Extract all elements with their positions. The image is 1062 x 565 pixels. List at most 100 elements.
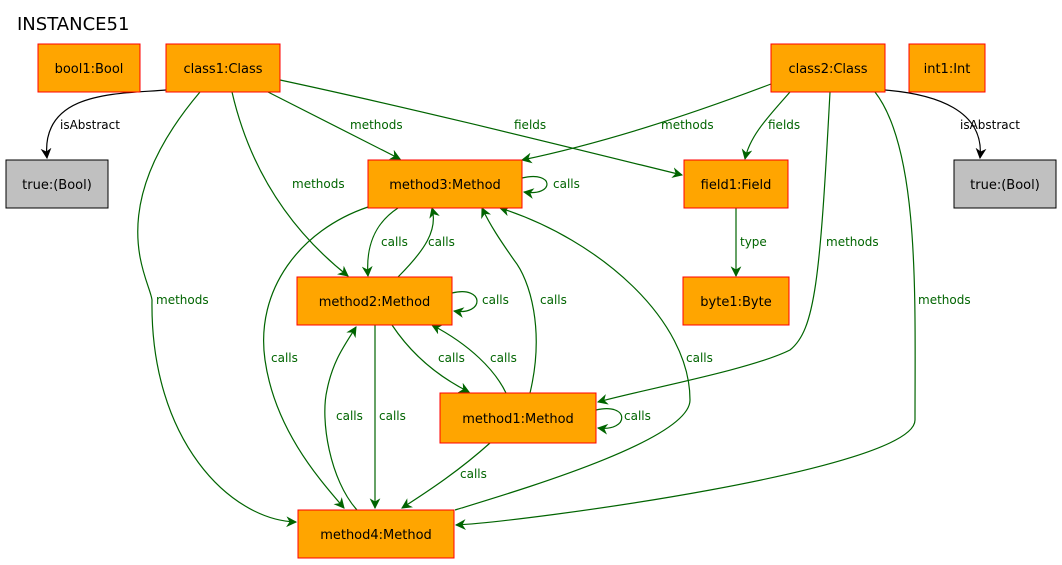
- edge-label: calls: [379, 409, 406, 423]
- edge-method2-to-method4: calls: [369, 325, 406, 510]
- node-box[interactable]: [296, 276, 453, 326]
- node-box[interactable]: [37, 43, 141, 93]
- edge-method4-to-method2: calls: [324, 326, 363, 511]
- edge-line: [884, 89, 987, 160]
- edge-line: [267, 91, 401, 160]
- node-field1[interactable]: field1:Field: [683, 159, 789, 209]
- node-label: field1:Field: [701, 178, 772, 193]
- edge-label: fields: [514, 118, 546, 132]
- node-box[interactable]: [165, 43, 281, 93]
- edge-label: isAbstract: [60, 118, 120, 132]
- edge-line: [595, 408, 623, 435]
- node-box[interactable]: [439, 392, 597, 444]
- node-method4[interactable]: method4:Method: [297, 509, 455, 559]
- edge-line: [520, 83, 772, 164]
- edge-label: calls: [381, 235, 408, 249]
- node-label: class2:Class: [788, 62, 867, 77]
- node-label: int1:Int: [924, 62, 971, 77]
- edge-class2-to-method3: methods: [520, 83, 772, 164]
- edge-line: [361, 207, 399, 278]
- edge-class2-to-method1: methods: [596, 91, 879, 405]
- edge-label: methods: [918, 293, 971, 307]
- node-box[interactable]: [367, 159, 523, 209]
- edge-method3-to-method3: calls: [521, 175, 580, 199]
- edge-label: calls: [624, 409, 651, 423]
- edge-method1-to-method2: calls: [431, 324, 517, 394]
- node-class2[interactable]: class2:Class: [770, 43, 886, 93]
- node-box[interactable]: [683, 159, 789, 209]
- edge-line: [391, 324, 470, 393]
- edge-label: calls: [460, 467, 487, 481]
- edge-label: calls: [553, 177, 580, 191]
- node-label: bool1:Bool: [55, 62, 124, 77]
- edge-line: [40, 89, 167, 160]
- edge-method2-to-method3: calls: [397, 206, 455, 278]
- edge-line: [741, 91, 791, 161]
- node-label: byte1:Byte: [700, 295, 771, 310]
- node-byte1[interactable]: byte1:Byte: [682, 276, 790, 326]
- node-method2[interactable]: method2:Method: [296, 276, 453, 326]
- node-class1[interactable]: class1:Class: [165, 43, 281, 93]
- edge-label: methods: [292, 177, 345, 191]
- edge-class1-to-method4: methods: [137, 91, 298, 528]
- edge-line: [481, 207, 537, 394]
- node-bool1[interactable]: bool1:Bool: [37, 43, 141, 93]
- edge-label: calls: [438, 351, 465, 365]
- edge-line: [397, 206, 440, 278]
- edge-label: calls: [271, 351, 298, 365]
- nodes-layer: bool1:Bool class1:Class class2:Class int1:I…: [5, 43, 1057, 559]
- diagram-title: INSTANCE51: [17, 14, 129, 35]
- edge-label: fields: [768, 118, 800, 132]
- edge-class2-to-true2: isAbstract: [884, 89, 1020, 160]
- edge-label: isAbstract: [960, 118, 1020, 132]
- node-box[interactable]: [682, 276, 790, 326]
- node-method1[interactable]: method1:Method: [439, 392, 597, 444]
- edge-line: [279, 79, 684, 178]
- node-true2[interactable]: true:(Bool): [953, 159, 1057, 209]
- edge-line: [324, 326, 358, 511]
- edge-field1-to-byte1: type: [730, 208, 767, 278]
- edge-label: methods: [661, 118, 714, 132]
- edge-method3-to-method2: calls: [361, 207, 408, 278]
- edge-class2-to-field1: fields: [741, 91, 800, 161]
- edge-label: methods: [826, 235, 879, 249]
- node-int1[interactable]: int1:Int: [908, 43, 986, 93]
- edge-label: calls: [336, 409, 363, 423]
- edge-line: [137, 91, 298, 528]
- edge-class1-to-true1: isAbstract: [40, 89, 167, 160]
- edge-line: [263, 206, 369, 509]
- node-label: method2:Method: [319, 295, 431, 310]
- edge-label: type: [740, 235, 767, 249]
- edge-method1-to-method1: calls: [595, 408, 651, 435]
- edge-class2-to-method4: methods: [454, 91, 971, 530]
- edge-line: [454, 91, 916, 530]
- edge-label: calls: [490, 351, 517, 365]
- edge-label: calls: [540, 293, 567, 307]
- node-true1[interactable]: true:(Bool): [5, 159, 109, 209]
- edge-label: calls: [428, 235, 455, 249]
- edge-label: methods: [156, 293, 209, 307]
- node-label: true:(Bool): [22, 178, 92, 193]
- edge-method1-to-method4: calls: [401, 442, 491, 509]
- node-box[interactable]: [297, 509, 455, 559]
- edge-label: calls: [482, 293, 509, 307]
- edge-method1-to-method3: calls: [481, 207, 567, 394]
- edge-line: [451, 291, 478, 318]
- node-label: class1:Class: [183, 62, 262, 77]
- edge-method2-to-method1: calls: [391, 324, 470, 393]
- node-label: true:(Bool): [970, 178, 1040, 193]
- edge-label: calls: [686, 351, 713, 365]
- edge-line: [231, 91, 349, 277]
- node-box[interactable]: [953, 159, 1057, 209]
- edge-class1-to-method2: methods: [231, 91, 349, 277]
- node-label: method4:Method: [320, 528, 432, 543]
- node-method3[interactable]: method3:Method: [367, 159, 523, 209]
- node-box[interactable]: [5, 159, 109, 209]
- edge-method3-to-method4: calls: [263, 206, 369, 509]
- node-label: method3:Method: [389, 178, 501, 193]
- node-label: method1:Method: [462, 412, 574, 427]
- node-box[interactable]: [770, 43, 886, 93]
- node-box[interactable]: [908, 43, 986, 93]
- edge-label: methods: [350, 118, 403, 132]
- edge-method2-to-method2: calls: [451, 291, 509, 318]
